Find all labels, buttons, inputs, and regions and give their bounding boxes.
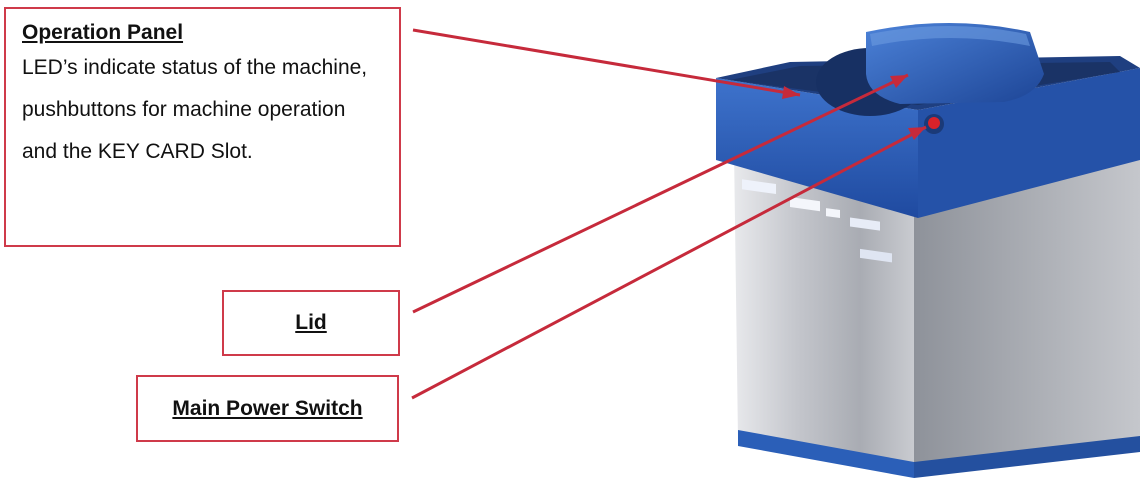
operation-panel-callout: Operation Panel LED’s indicate status of… (4, 7, 401, 247)
main-power-switch (924, 114, 944, 134)
lid-callout: Lid (222, 290, 400, 356)
main-power-switch-callout: Main Power Switch (136, 375, 399, 442)
operation-panel-description: LED’s indicate status of the machine, pu… (22, 47, 383, 173)
operation-panel-leader-line (413, 30, 800, 95)
operation-panel-title: Operation Panel (22, 21, 383, 45)
lid-title: Lid (295, 311, 327, 335)
main-power-switch-title: Main Power Switch (172, 397, 362, 421)
